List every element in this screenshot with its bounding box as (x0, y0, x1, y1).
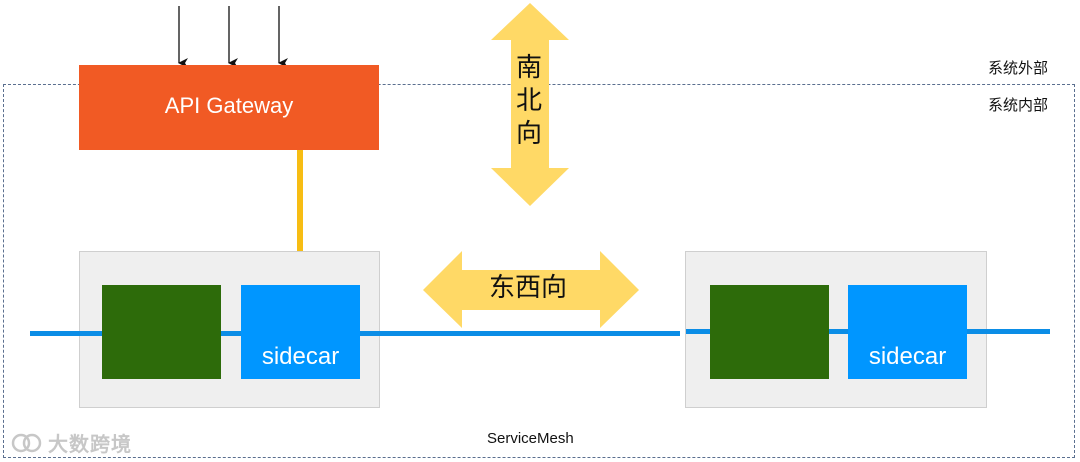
watermark: 大数跨境 (10, 428, 132, 457)
incoming-request-arrows (178, 6, 288, 68)
east-west-label: 东西向 (489, 273, 568, 303)
vertical-double-arrow-icon (491, 3, 569, 206)
outside-region-label: 系统外部 (988, 60, 1049, 77)
sidecar-label: sidecar (868, 343, 947, 370)
app-container-left (102, 285, 221, 379)
north-south-char: 南 (515, 53, 542, 83)
sidecar-right: sidecar (848, 285, 967, 379)
north-south-char: 向 (515, 119, 542, 149)
watermark-text: 大数跨境 (48, 432, 132, 456)
inside-region-label: 系统内部 (988, 97, 1049, 114)
app-container-right (710, 285, 829, 379)
sidecar-label: sidecar (261, 343, 340, 370)
ring-logo-icon (11, 433, 42, 452)
api-gateway-box: API Gateway (79, 65, 379, 150)
gateway-sidecar-link (297, 150, 303, 286)
horizontal-double-arrow-icon (423, 251, 639, 328)
north-south-char: 北 (515, 86, 542, 116)
service-mesh-label: ServiceMesh (487, 430, 574, 447)
api-gateway-label: API Gateway (164, 92, 294, 118)
sidecar-left: sidecar (241, 285, 360, 379)
north-south-label: 南 北 向 (511, 52, 547, 151)
